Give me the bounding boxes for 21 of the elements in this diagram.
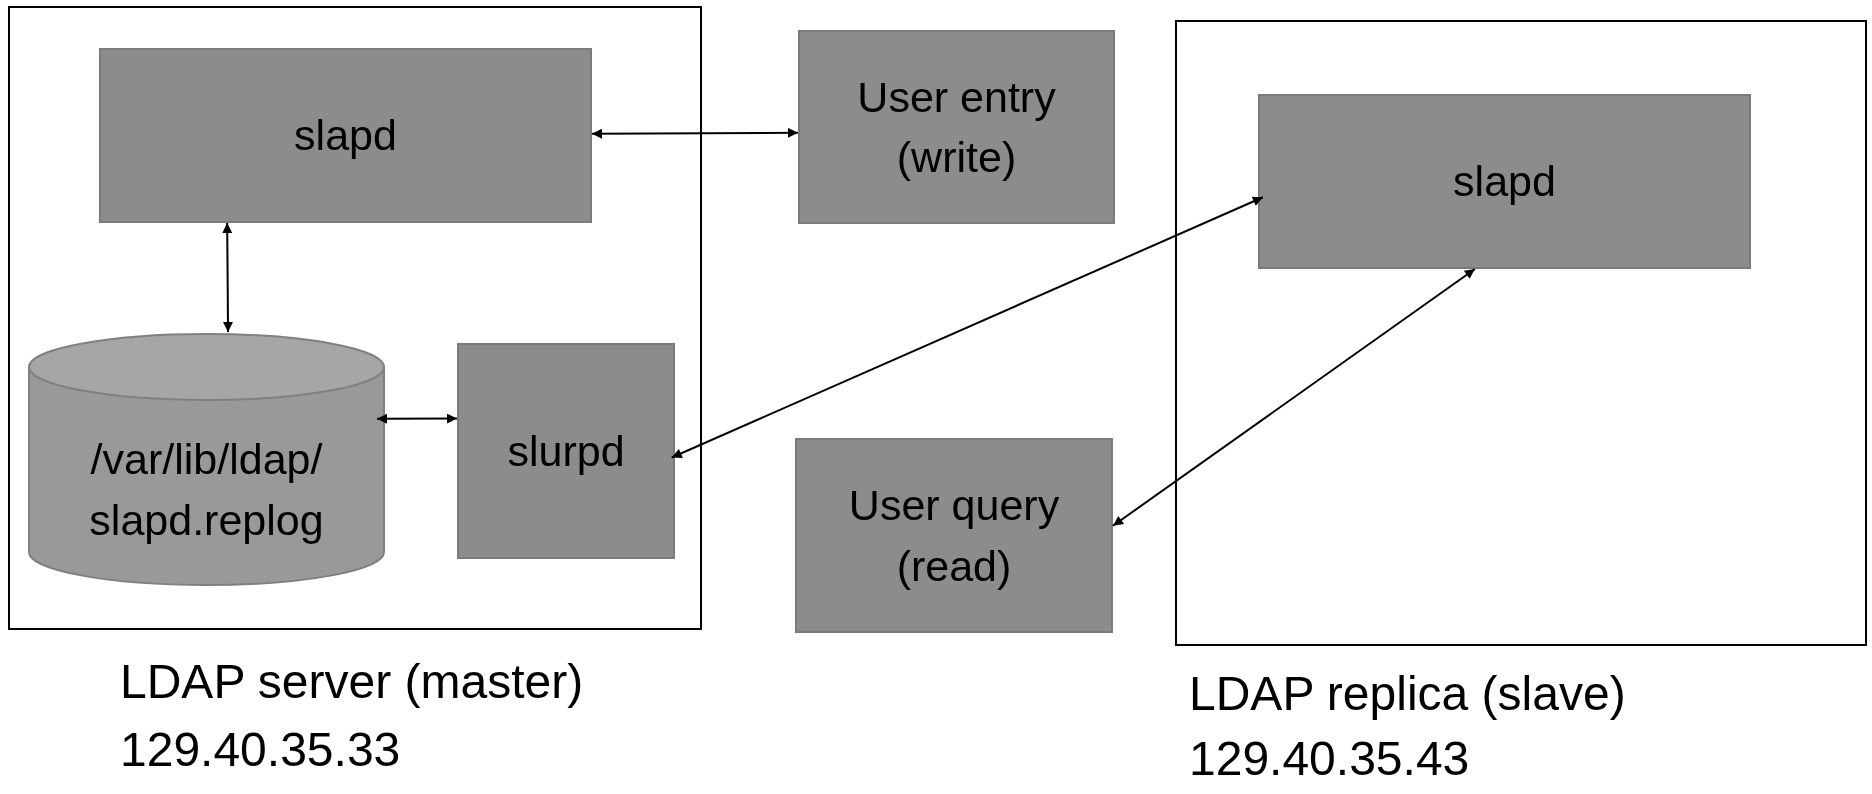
server-title: LDAP replica (slave) [1189,668,1626,721]
box-label: User query (read) [847,480,1061,592]
process-box [798,30,1115,224]
process-box [795,438,1113,633]
ip-address: 129.40.35.43 [1189,733,1470,786]
process-box [1258,94,1751,269]
arrow [591,127,799,139]
box-label: slapd [1453,156,1556,208]
box-label: User entry (write) [856,71,1057,183]
server-title: LDAP server (master) [120,656,584,709]
arrow [670,196,1264,459]
ip-address: 129.40.35.33 [120,724,401,777]
box-label: /var/lib/ldap/ slapd.replog [88,434,325,546]
process-box [99,48,592,223]
arrow [376,413,458,424]
box-label: slurpd [507,425,625,477]
database-cylinder [27,332,386,587]
arrow [222,222,233,333]
process-box [457,343,675,559]
box-label: slapd [294,110,397,162]
arrow [1112,268,1476,527]
